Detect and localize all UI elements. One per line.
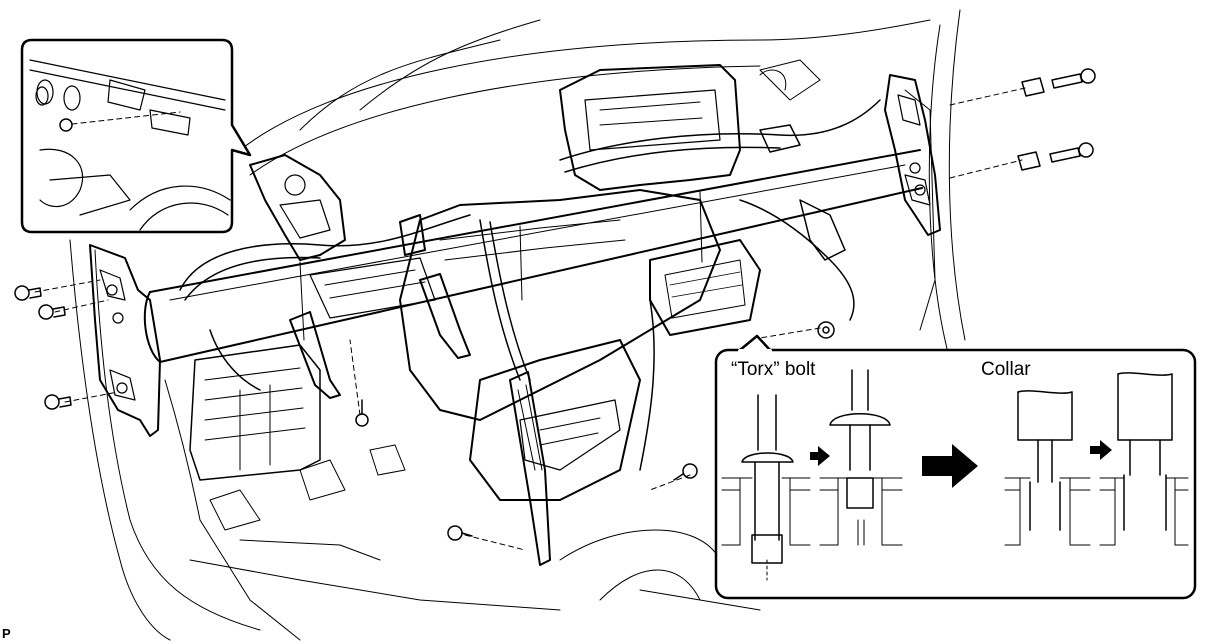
bolt-icon bbox=[1049, 68, 1096, 163]
bolt-icon bbox=[59, 118, 73, 132]
steering-braces bbox=[289, 214, 471, 399]
detail-panel-torx-collar bbox=[714, 334, 1197, 600]
collar-after bbox=[1099, 372, 1189, 546]
wire-harness bbox=[179, 99, 881, 471]
bolt-icon bbox=[14, 285, 72, 410]
torx-bolt-before bbox=[721, 394, 811, 581]
arrow-right-icon bbox=[1090, 440, 1112, 460]
left-side-bracket bbox=[89, 244, 161, 437]
reinforcement-tube bbox=[143, 149, 923, 363]
installation-lines bbox=[34, 87, 1026, 551]
upper-left-support bbox=[249, 154, 346, 261]
torx-bolt-after bbox=[819, 369, 903, 546]
bolt-icon bbox=[355, 399, 698, 541]
collar-icon bbox=[1017, 77, 1045, 171]
lower-left-module bbox=[189, 344, 321, 481]
arrow-right-icon bbox=[922, 444, 978, 488]
right-side-bracket bbox=[884, 74, 941, 236]
torx-bolt-label: “Torx” bolt bbox=[731, 359, 816, 380]
collar-before bbox=[1004, 390, 1091, 546]
arrow-right-icon bbox=[810, 446, 830, 466]
center-lower-brace bbox=[509, 371, 551, 566]
inset-detail-panel bbox=[20, 38, 252, 234]
collar-label: Collar bbox=[981, 359, 1031, 380]
figure-code: P bbox=[2, 626, 11, 641]
nut-icon bbox=[817, 321, 835, 339]
heater-unit bbox=[399, 64, 761, 501]
